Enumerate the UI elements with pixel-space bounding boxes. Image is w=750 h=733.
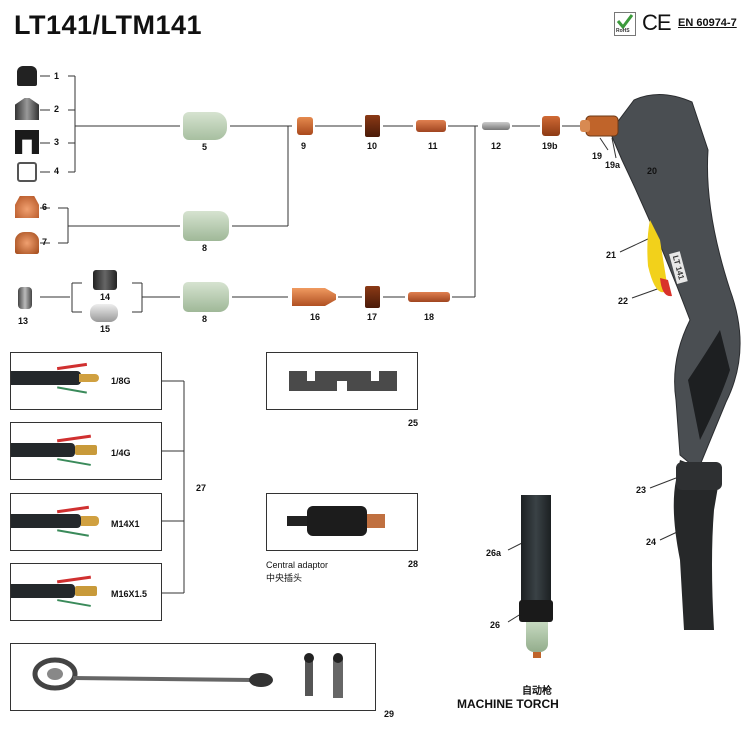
central-adaptor-en: Central adaptor [266, 560, 329, 570]
check-icon [614, 12, 636, 36]
cable-red-1 [56, 362, 88, 371]
label-25: 25 [408, 418, 419, 428]
label-29: 29 [384, 709, 395, 719]
label-8b: 8 [202, 314, 208, 324]
label-22: 22 [618, 296, 629, 306]
machine-torch-tip [533, 652, 541, 658]
part-4-spacer [17, 162, 37, 182]
label-17: 17 [367, 312, 378, 322]
label-21: 21 [606, 250, 617, 260]
cable-tip-3 [81, 516, 99, 526]
cable-label-3: M14X1 [111, 519, 140, 529]
cable-box-1: 1/8G [10, 352, 162, 410]
cable-icon-3 [11, 514, 81, 528]
cable-label-2: 1/4G [111, 448, 131, 458]
cable-box-2: 1/4G [10, 422, 162, 480]
rohs-label: RoHS [616, 28, 630, 34]
cable-tip-2 [75, 445, 97, 455]
wrench-box [266, 352, 418, 410]
part-6-nozzle [15, 196, 39, 218]
part-2-shield [15, 98, 39, 120]
machine-torch-body [521, 495, 551, 605]
part-8-ceramic-cup-lower [183, 282, 229, 312]
label-12: 12 [491, 141, 502, 151]
cable-box-4: M16X1.5 [10, 563, 162, 621]
hand-torch [580, 94, 741, 630]
part-14-shield [93, 270, 117, 290]
cable-green-2 [57, 458, 91, 466]
rohs-mark: RoHS [614, 12, 636, 36]
part-1-shield [17, 66, 37, 86]
part-8-ceramic-cup [183, 211, 229, 241]
label-13: 13 [18, 316, 29, 326]
cable-label-1: 1/8G [111, 376, 131, 386]
label-14: 14 [100, 292, 111, 302]
machine-torch-collar [519, 600, 553, 622]
label-28: 28 [408, 559, 419, 569]
label-19: 19 [592, 151, 603, 161]
part-9-tip [297, 117, 313, 135]
central-adaptor-box [266, 493, 418, 551]
cable-green-3 [57, 529, 89, 537]
cable-tip-1 [79, 374, 99, 382]
part-16-tip [292, 288, 336, 306]
machine-torch-en: MACHINE TORCH [457, 697, 559, 711]
circle-cutting-guide-box [10, 643, 376, 711]
label-23: 23 [636, 485, 647, 495]
label-26a: 26a [486, 548, 502, 558]
label-26: 26 [490, 620, 501, 630]
label-10: 10 [367, 141, 378, 151]
label-9: 9 [301, 141, 307, 151]
central-adaptor-cn: 中央插头 [266, 573, 303, 583]
part-13-ring [18, 287, 32, 309]
label-8a: 8 [202, 243, 208, 253]
cable-red-2 [56, 434, 92, 443]
label-20: 20 [647, 166, 658, 176]
page-title: LT141/LTM141 [14, 10, 203, 40]
label-2: 2 [54, 104, 60, 114]
label-4: 4 [54, 166, 60, 176]
label-19a: 19a [605, 160, 621, 170]
machine-torch-cup [526, 622, 548, 652]
label-27: 27 [196, 483, 207, 493]
part-19b-swirl [542, 116, 560, 136]
cable-icon-4 [11, 584, 75, 598]
cable-red-4 [56, 575, 92, 584]
label-7: 7 [42, 237, 48, 247]
cable-label-4: M16X1.5 [111, 589, 148, 599]
wrench-icon [289, 371, 397, 391]
adaptor-icon [287, 506, 385, 536]
cable-box-3: M14X1 [10, 493, 162, 551]
standard-label: EN 60974-7 [678, 17, 737, 29]
cable-green-1 [57, 386, 87, 394]
label-15: 15 [100, 324, 111, 334]
cable-icon-1 [11, 371, 81, 385]
part-18-electrode [408, 292, 450, 302]
circle-guide-icon [32, 653, 343, 698]
cable-green-4 [57, 599, 91, 607]
cable-red-3 [56, 505, 90, 514]
part-17-diffuser [365, 286, 380, 308]
part-10-diffuser [365, 115, 380, 137]
label-5: 5 [202, 142, 208, 152]
cable-tip-4 [75, 586, 97, 596]
part-15-shield [90, 304, 118, 322]
part-7-nozzle [15, 232, 39, 254]
part-5-ceramic-cup [183, 112, 227, 140]
label-3: 3 [54, 137, 60, 147]
label-18: 18 [424, 312, 435, 322]
part-12-pin [482, 122, 510, 130]
label-1: 1 [54, 71, 60, 81]
machine-torch-cn: 自动枪 [522, 686, 552, 697]
part-11-electrode [416, 120, 446, 132]
label-6: 6 [42, 202, 48, 212]
cable-icon-2 [11, 443, 75, 457]
ce-mark: CE [642, 10, 672, 35]
label-24: 24 [646, 537, 657, 547]
label-16: 16 [310, 312, 321, 322]
label-19b: 19b [542, 141, 558, 151]
label-11: 11 [428, 141, 438, 151]
